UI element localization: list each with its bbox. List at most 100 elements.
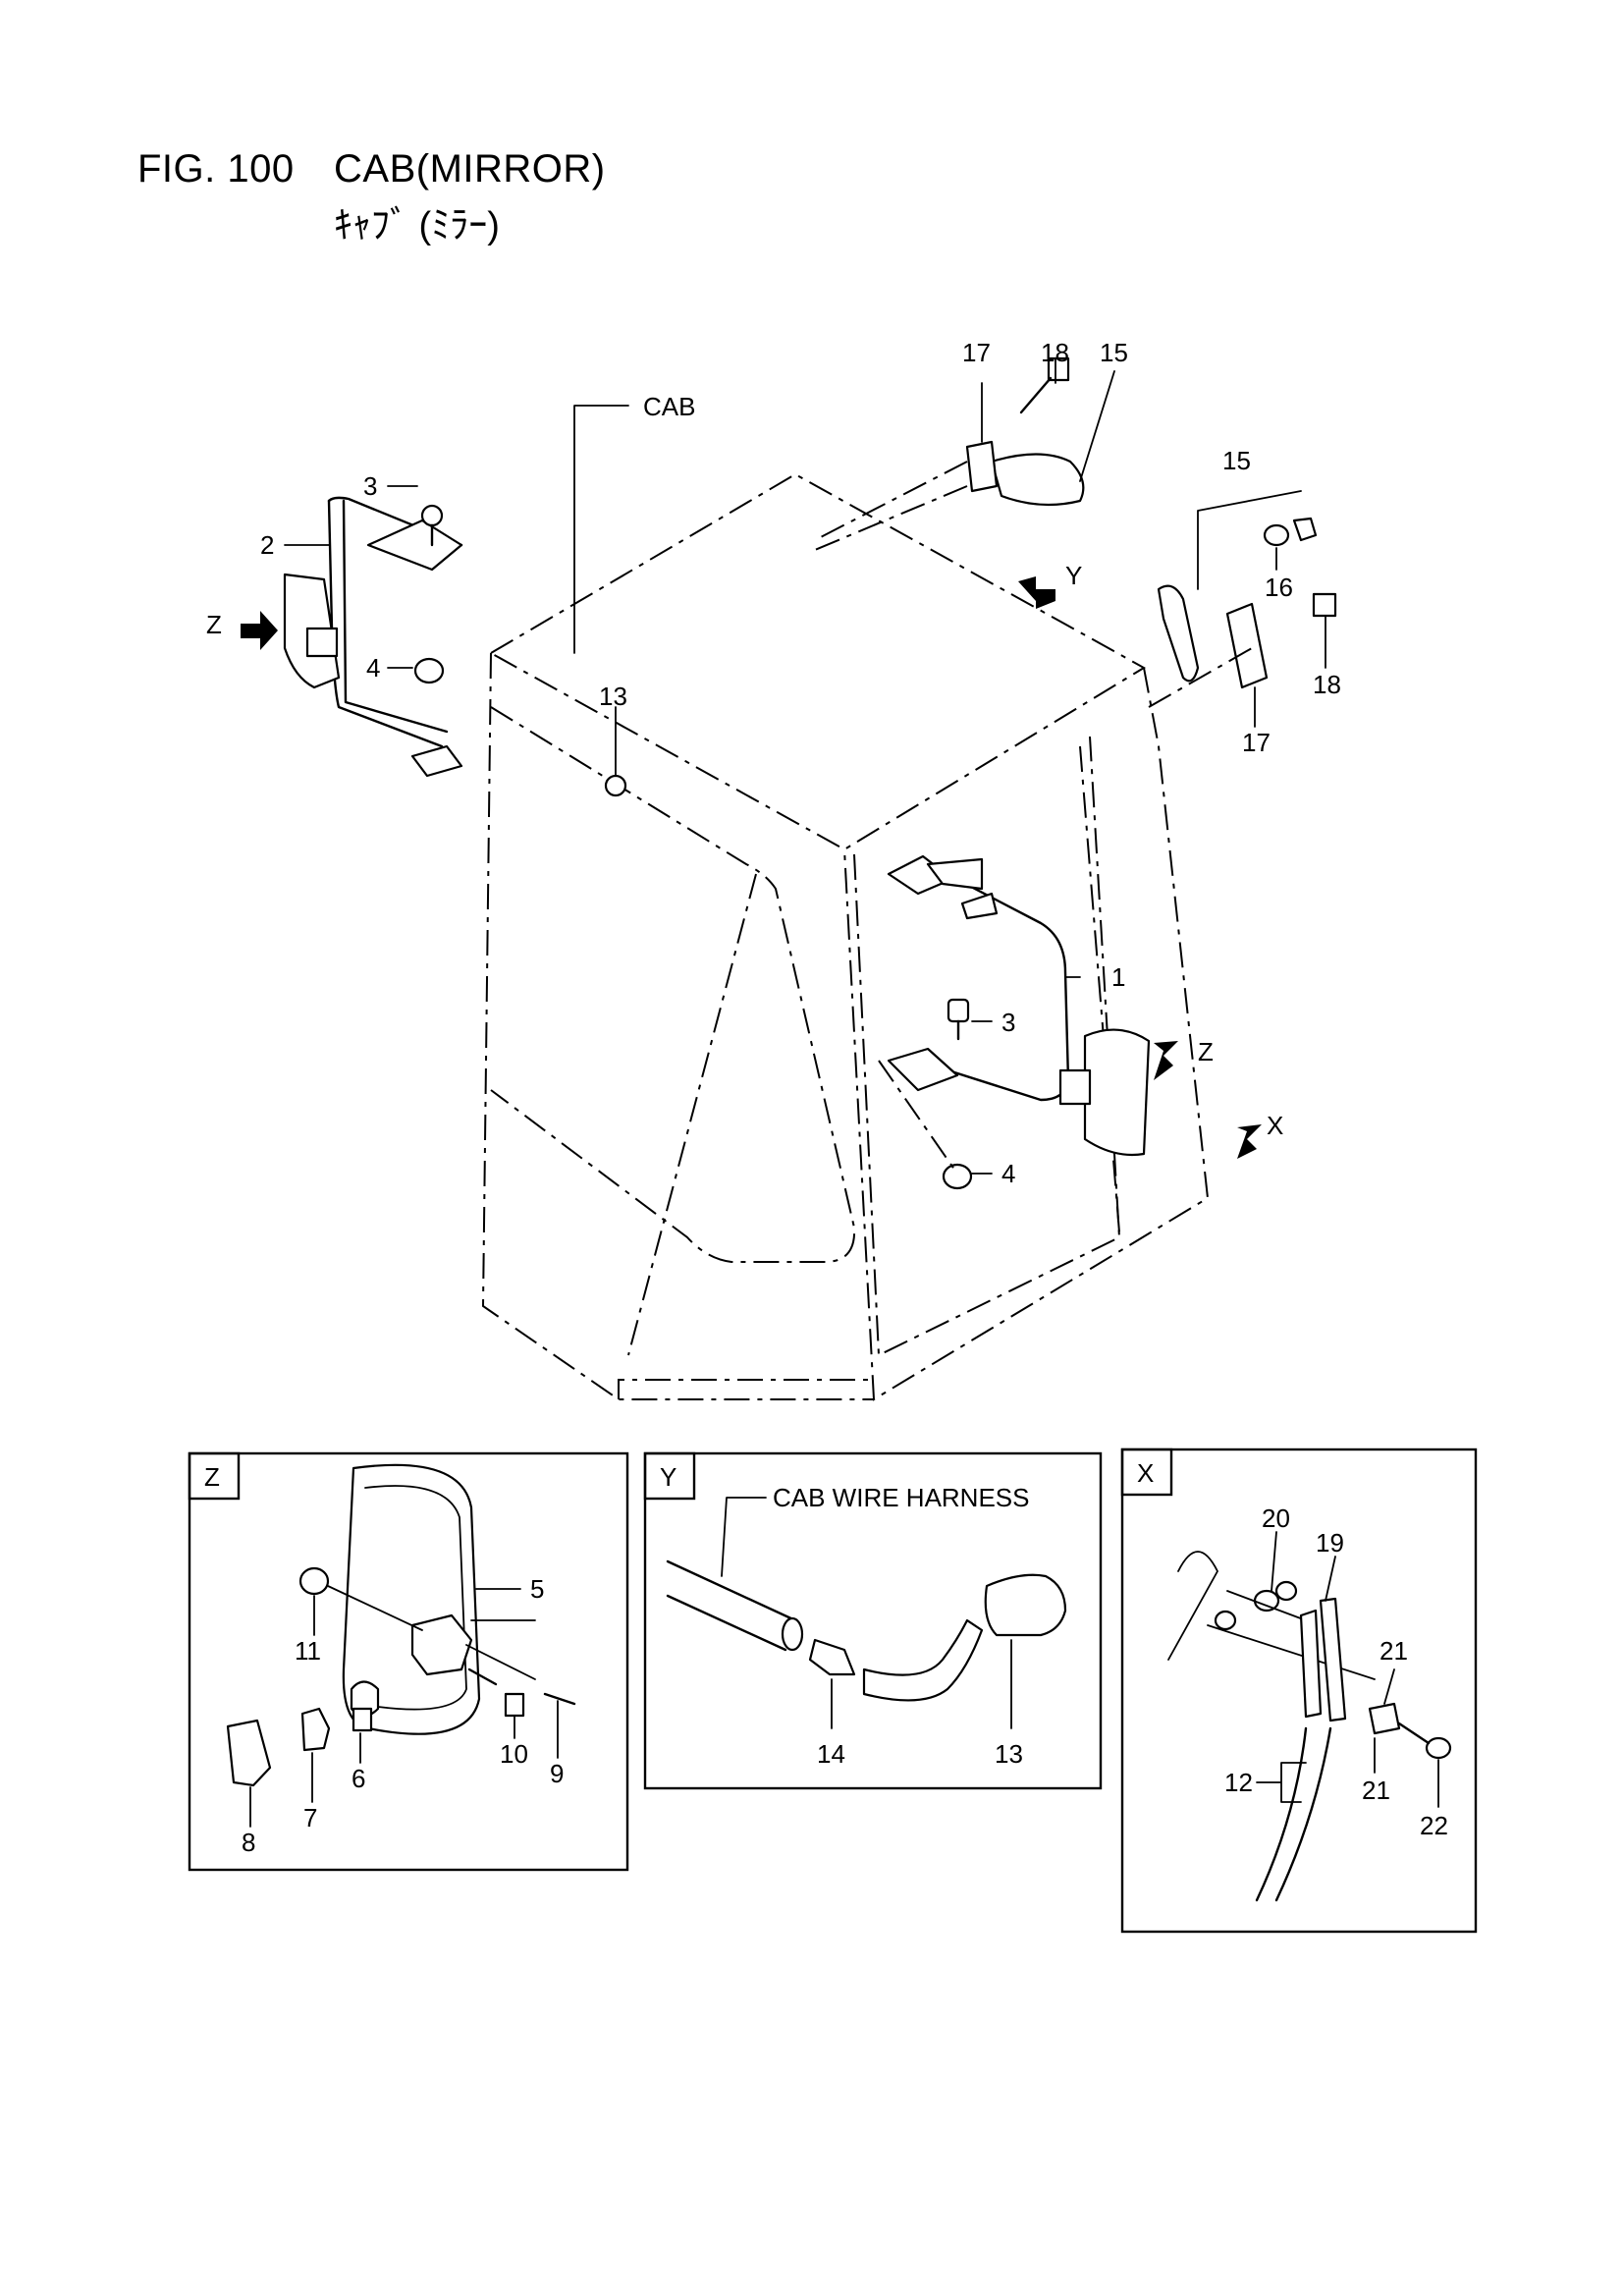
side-lamp-assembly bbox=[1148, 517, 1337, 708]
label-view-z-right: Z bbox=[1198, 1037, 1214, 1066]
detail-y-tag: Y bbox=[660, 1462, 676, 1492]
label-22: 22 bbox=[1420, 1811, 1448, 1840]
nut-4-right bbox=[942, 1163, 973, 1190]
right-bracket-lower bbox=[887, 1047, 959, 1092]
nut-20b bbox=[1274, 1580, 1298, 1602]
hose-12 bbox=[1255, 1726, 1332, 1902]
figure-title: FIG. 100 CAB(MIRROR) bbox=[137, 147, 606, 191]
nut-4-left bbox=[413, 657, 445, 684]
label-3-right: 3 bbox=[1001, 1008, 1015, 1037]
label-21a: 21 bbox=[1380, 1636, 1408, 1666]
leader-19 bbox=[1325, 1556, 1336, 1602]
detail-z-tag-box bbox=[188, 1451, 241, 1501]
connector-14 bbox=[808, 1638, 856, 1676]
pipe-19b bbox=[1319, 1597, 1347, 1722]
side-lamp-guide bbox=[1148, 647, 1253, 708]
label-6: 6 bbox=[352, 1764, 365, 1793]
leader-15-side bbox=[1197, 490, 1302, 590]
label-9: 9 bbox=[550, 1759, 564, 1788]
pin-9 bbox=[543, 1692, 576, 1706]
label-12: 12 bbox=[1224, 1768, 1253, 1797]
view-z-left-arrow bbox=[241, 611, 278, 650]
view-x-arrow bbox=[1237, 1124, 1262, 1159]
right-mirror-assembly bbox=[878, 854, 1151, 1190]
hose bbox=[862, 1618, 984, 1702]
cab-body bbox=[481, 405, 1210, 1401]
left-stay-top bbox=[327, 496, 463, 547]
nut-15-side bbox=[1292, 517, 1318, 542]
nut-11 bbox=[298, 1566, 330, 1596]
label-7: 7 bbox=[303, 1803, 317, 1832]
roof-lamp-assembly bbox=[814, 356, 1085, 551]
detail-z-panel: Z 5 11 6 7 8 10 9 bbox=[188, 1451, 629, 1872]
leader-20 bbox=[1271, 1531, 1277, 1592]
label-3-left: 3 bbox=[363, 471, 377, 501]
right-stay-clip bbox=[960, 892, 999, 920]
guide-9-10 bbox=[465, 1619, 536, 1680]
label-15-side: 15 bbox=[1222, 446, 1251, 475]
washer-16 bbox=[1263, 523, 1290, 547]
label-2: 2 bbox=[260, 530, 274, 560]
left-bracket-upper bbox=[366, 519, 463, 572]
bolt-10 bbox=[504, 1692, 525, 1718]
label-view-z-left: Z bbox=[206, 610, 222, 639]
label-11: 11 bbox=[295, 1636, 321, 1666]
label-15-top: 15 bbox=[1100, 338, 1128, 367]
right-mirror-clamp bbox=[1058, 1068, 1092, 1106]
leader-12 bbox=[1256, 1762, 1307, 1803]
cab-right-window bbox=[853, 736, 1121, 1357]
right-stay-mount-top bbox=[926, 857, 984, 891]
detail-z-frame bbox=[188, 1451, 629, 1872]
label-5: 5 bbox=[530, 1574, 544, 1604]
label-21b: 21 bbox=[1362, 1776, 1390, 1805]
detail-y-frame bbox=[643, 1451, 1103, 1790]
left-bracket-lower bbox=[410, 744, 463, 778]
figure-name: CAB(MIRROR) bbox=[334, 147, 606, 191]
left-mirror-clamp bbox=[305, 627, 339, 658]
label-17-side: 17 bbox=[1242, 728, 1271, 757]
washer-x bbox=[1214, 1610, 1237, 1631]
bolt-22-shank bbox=[1397, 1722, 1431, 1745]
figure-subtitle: ｷｬﾌﾞ (ﾐﾗｰ) bbox=[334, 205, 500, 246]
mirror-clamp-z bbox=[410, 1613, 473, 1676]
roof-lamp-15 bbox=[990, 453, 1085, 507]
detail-z-tag: Z bbox=[204, 1462, 220, 1492]
side-lamp-15 bbox=[1157, 584, 1200, 683]
label-8: 8 bbox=[242, 1828, 255, 1857]
side-bracket-17 bbox=[1225, 602, 1269, 689]
bolt-3-head-right bbox=[947, 998, 970, 1023]
collar-6-base bbox=[352, 1707, 373, 1732]
label-cab: CAB bbox=[643, 392, 695, 421]
nut-20a bbox=[1253, 1589, 1280, 1613]
label-18-top: 18 bbox=[1041, 338, 1069, 367]
left-mirror-assembly bbox=[283, 496, 463, 778]
x-guides bbox=[1207, 1590, 1376, 1680]
harness-leader bbox=[721, 1497, 767, 1577]
right-mirror-stay bbox=[926, 862, 1070, 1102]
guide-11 bbox=[327, 1585, 423, 1631]
leader-15-top bbox=[1079, 370, 1115, 482]
label-16: 16 bbox=[1265, 573, 1293, 602]
label-13-detail: 13 bbox=[995, 1739, 1023, 1769]
view-y-arrow bbox=[1018, 576, 1055, 609]
harness-end bbox=[781, 1616, 804, 1652]
detail-x-tag-box bbox=[1120, 1448, 1173, 1497]
label-10: 10 bbox=[500, 1739, 528, 1769]
label-1: 1 bbox=[1111, 962, 1125, 992]
view-z-right-arrow bbox=[1154, 1041, 1178, 1080]
cover-8 bbox=[226, 1719, 272, 1787]
detail-y-tag-box bbox=[643, 1451, 696, 1501]
roof-bolt-18-shank bbox=[1019, 376, 1053, 414]
detail-x-panel: X 20 19 21 21 12 22 bbox=[1120, 1448, 1478, 1934]
roof-lamp-guides bbox=[814, 461, 968, 551]
label-14: 14 bbox=[817, 1739, 845, 1769]
roof-bolt-18 bbox=[1047, 356, 1070, 382]
roof-bracket-17 bbox=[965, 440, 999, 493]
harness-cable bbox=[666, 1559, 797, 1652]
figure-number: FIG. 100 bbox=[137, 147, 295, 191]
clip-7 bbox=[300, 1707, 331, 1752]
label-4-left: 4 bbox=[366, 653, 380, 683]
cab-right-side bbox=[843, 667, 1210, 1401]
cab-leader bbox=[573, 405, 629, 654]
bolt-22 bbox=[1425, 1736, 1452, 1760]
